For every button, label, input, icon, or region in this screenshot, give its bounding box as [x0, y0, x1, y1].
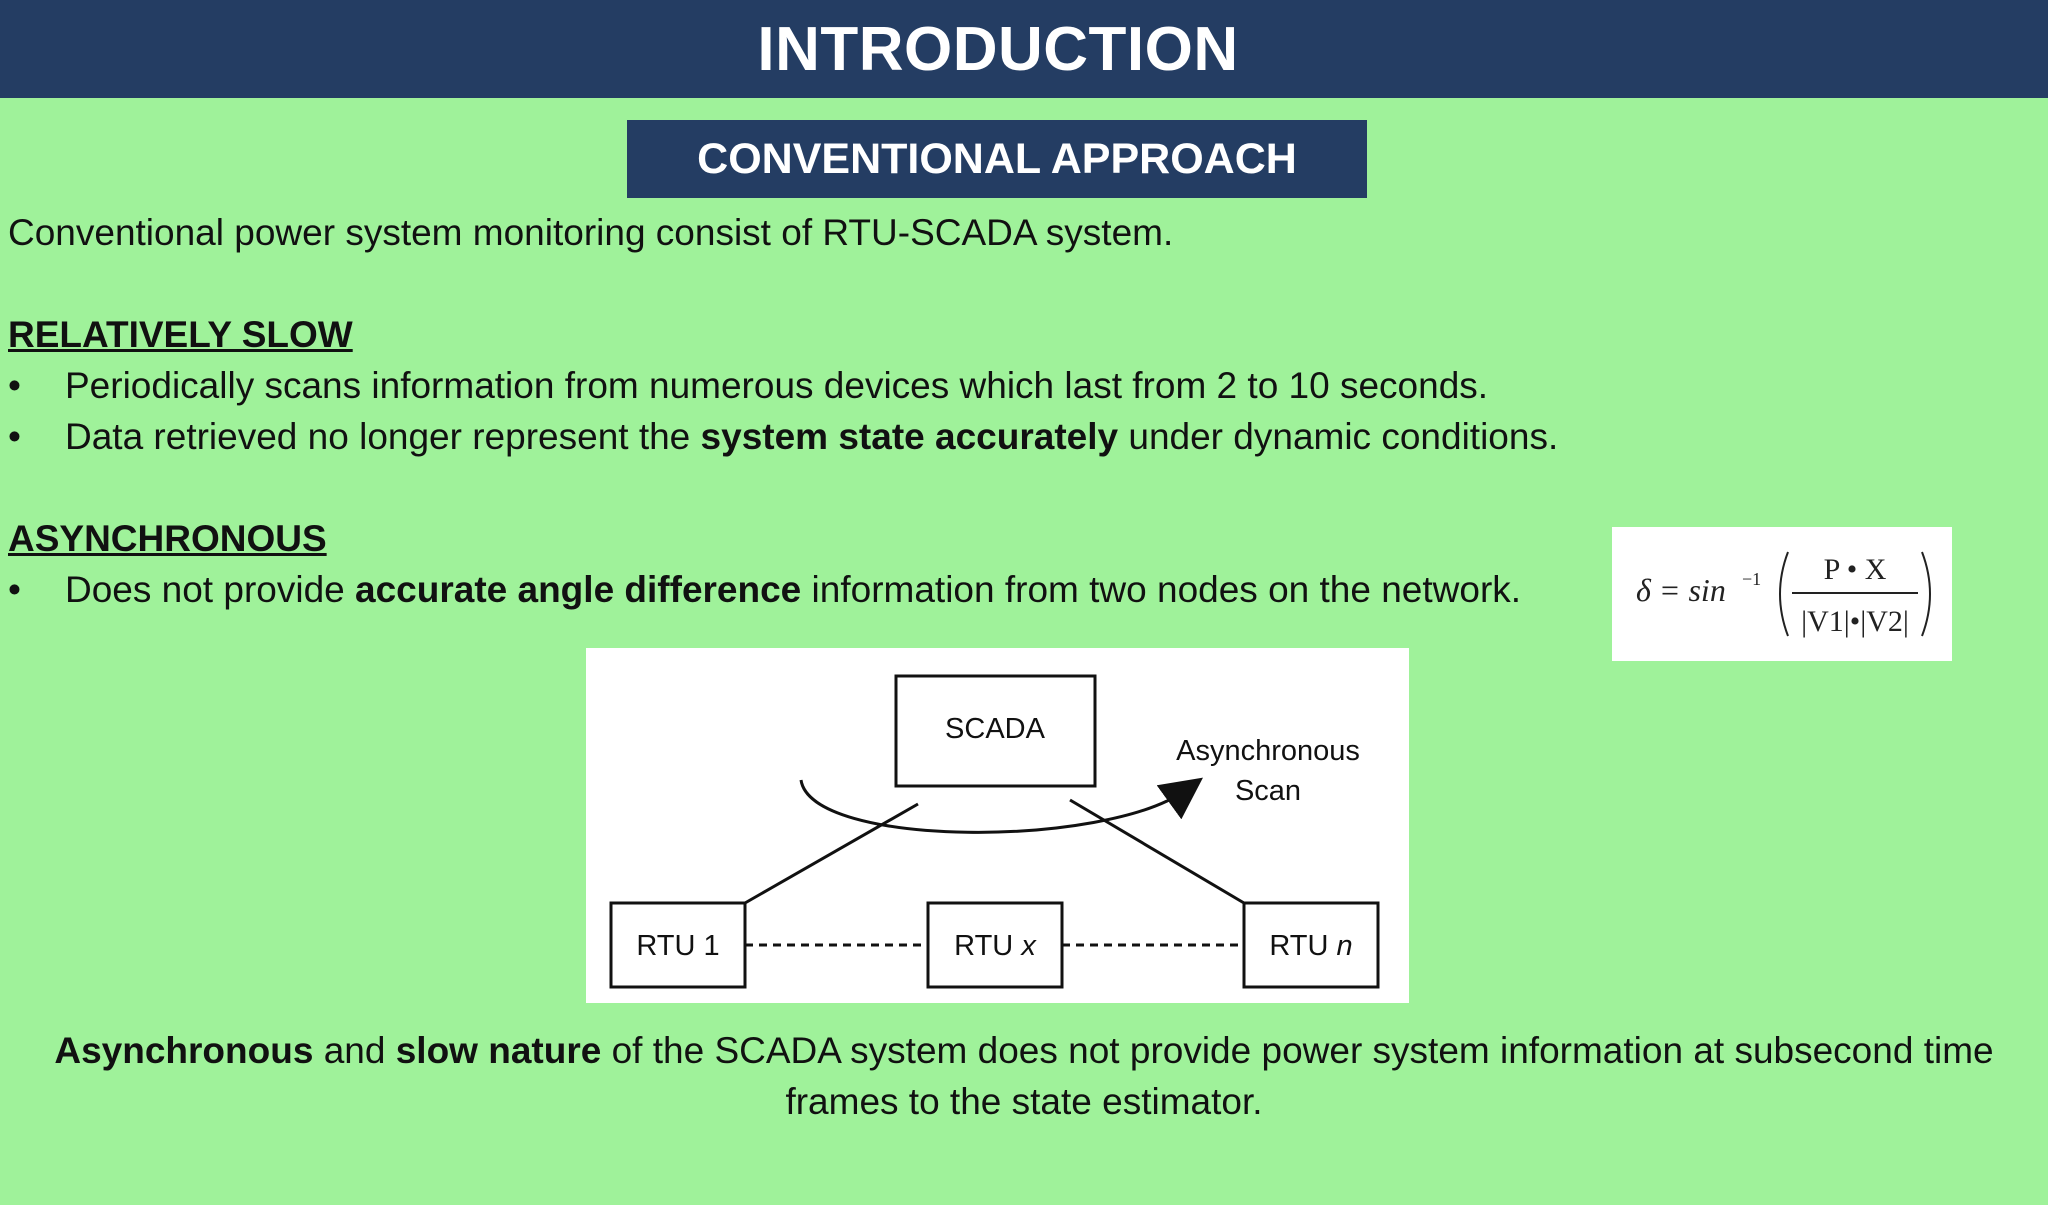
bullet-text: Does not provide accurate angle differen…: [65, 569, 1522, 610]
link-scada-rtu1: [744, 802, 919, 905]
rtux-box: [926, 901, 1064, 989]
scan-label-line2: Scan: [1235, 775, 1301, 807]
async-scan-arrow: [799, 777, 1204, 834]
conclusion-line2: frames to the state estimator.: [785, 1081, 1263, 1122]
heading-relatively-slow: RELATIVELY SLOW: [8, 314, 353, 355]
rtun-box: [1242, 901, 1380, 989]
formula-denominator: |V1|•|V2|: [1801, 605, 1909, 638]
bullet-item: • Does not provide accurate angle differ…: [8, 569, 1521, 611]
heading-asynchronous: ASYNCHRONOUS: [8, 518, 327, 559]
formula-lhs: δ = sin: [1636, 572, 1726, 608]
bold-phrase: accurate angle difference: [355, 569, 802, 610]
diagram-graphic: SCADA Asynchronous Scan RTU 1 RTU x RTU …: [609, 674, 1380, 989]
bold-phrase: system state accurately: [700, 416, 1119, 457]
bold-phrase: slow nature: [395, 1030, 602, 1071]
bullet-text: Periodically scans information from nume…: [65, 365, 1489, 406]
scada-box: [894, 674, 1097, 788]
rtux-label: RTU x: [954, 930, 1037, 962]
angle-formula: δ = sin −1 P • X |V1|•|V2|: [1612, 527, 1952, 661]
scada-label: SCADA: [945, 713, 1046, 745]
intro-text: Conventional power system monitoring con…: [8, 212, 1174, 253]
formula-numerator: P • X: [1824, 553, 1887, 586]
link-scada-rtun: [1069, 798, 1245, 905]
conclusion-text: Asynchronous and slow nature of the SCAD…: [0, 1025, 2048, 1127]
rtu1-label: RTU 1: [636, 930, 719, 962]
bold-phrase: Asynchronous: [54, 1030, 314, 1071]
scada-rtu-diagram: SCADA Asynchronous Scan RTU 1 RTU x RTU …: [586, 648, 1409, 1003]
bullet-item: • Data retrieved no longer represent the…: [8, 416, 1558, 458]
subtitle-text: CONVENTIONAL APPROACH: [697, 134, 1297, 183]
scan-label-line1: Asynchronous: [1176, 735, 1360, 767]
bullet-marker: •: [8, 569, 21, 610]
bullet-item: • Periodically scans information from nu…: [8, 365, 1488, 407]
formula-graphic: δ = sin −1 P • X |V1|•|V2|: [1636, 551, 1931, 638]
title-bar: INTRODUCTION: [0, 0, 2048, 98]
bullet-text: Data retrieved no longer represent the s…: [65, 416, 1559, 457]
conclusion-line1: Asynchronous and slow nature of the SCAD…: [54, 1030, 1994, 1071]
page-title: INTRODUCTION: [757, 14, 1239, 84]
bullet-marker: •: [8, 416, 21, 457]
rtu1-box: [609, 901, 747, 989]
subtitle-banner: CONVENTIONAL APPROACH: [627, 120, 1367, 198]
rtun-label: RTU n: [1269, 930, 1352, 962]
left-paren: [1779, 551, 1789, 637]
formula-exponent: −1: [1742, 569, 1761, 589]
right-paren: [1921, 551, 1931, 637]
bullet-marker: •: [8, 365, 21, 406]
